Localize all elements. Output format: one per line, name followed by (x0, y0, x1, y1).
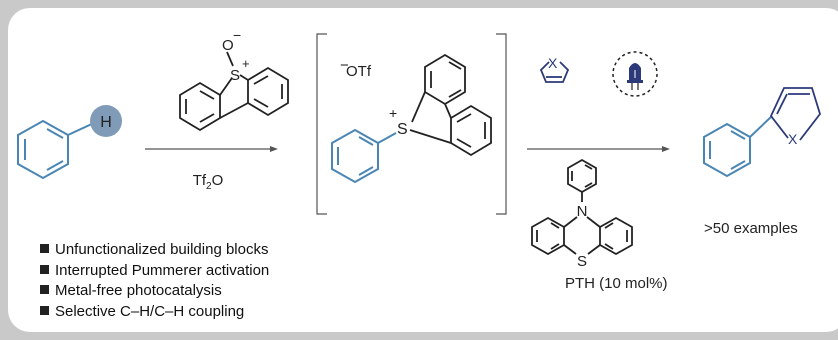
oxide-o-label: O (222, 37, 234, 54)
bullet-square-icon (40, 244, 49, 253)
feature-item: Selective C–H/C–H coupling (40, 302, 269, 323)
light-dashed-circle (612, 51, 658, 97)
oxide-s-label: S (230, 67, 240, 84)
product-x-label: X (788, 131, 798, 147)
sulfonium-plus-label: + (389, 105, 397, 121)
intermediate-brackets (316, 33, 507, 215)
pth-s-label: S (577, 253, 587, 270)
oxide-plus-label: + (242, 56, 250, 71)
tf2o-label: Tf2O (193, 172, 224, 192)
feature-item: Interrupted Pummerer activation (40, 261, 269, 282)
led-icon (627, 63, 643, 90)
feature-item: Metal-free photocatalysis (40, 281, 269, 302)
pth-catalyst (531, 158, 633, 256)
bullet-square-icon (40, 264, 49, 274)
sulfonium-s-label: S (397, 121, 408, 138)
sulfonium-phenyl (331, 128, 379, 184)
reaction-arrow-2-head (662, 146, 670, 152)
examples-count: >50 examples (704, 220, 798, 237)
s-phenyl-bond (377, 132, 397, 144)
dibenzothiophenium (409, 53, 492, 157)
product-heteroarene (769, 87, 821, 141)
bullet-square-icon (40, 305, 49, 315)
oxide-minus-label: − (233, 27, 241, 43)
feature-item: Unfunctionalized building blocks (40, 240, 269, 261)
product-phenyl (703, 122, 751, 178)
heteroarene-ring (539, 61, 570, 83)
pth-name-label: PTH (10 mol%) (565, 275, 668, 292)
h-highlight-circle (90, 105, 122, 137)
dibenzothiophene-oxide (179, 51, 289, 132)
pth-n-label: N (577, 203, 588, 220)
otf-label: OTf (346, 63, 372, 80)
h-atom-label: H (100, 114, 112, 131)
reaction-arrow-1-head (270, 146, 278, 152)
benzene-substrate (17, 119, 69, 180)
feature-list: Unfunctionalized building blocks Interru… (40, 240, 269, 322)
heteroarene-x-label: X (548, 55, 558, 71)
otf-minus-label: − (340, 57, 349, 74)
bullet-square-icon (40, 285, 49, 294)
product-aryl-bond (749, 115, 773, 138)
figure-panel (8, 8, 838, 332)
